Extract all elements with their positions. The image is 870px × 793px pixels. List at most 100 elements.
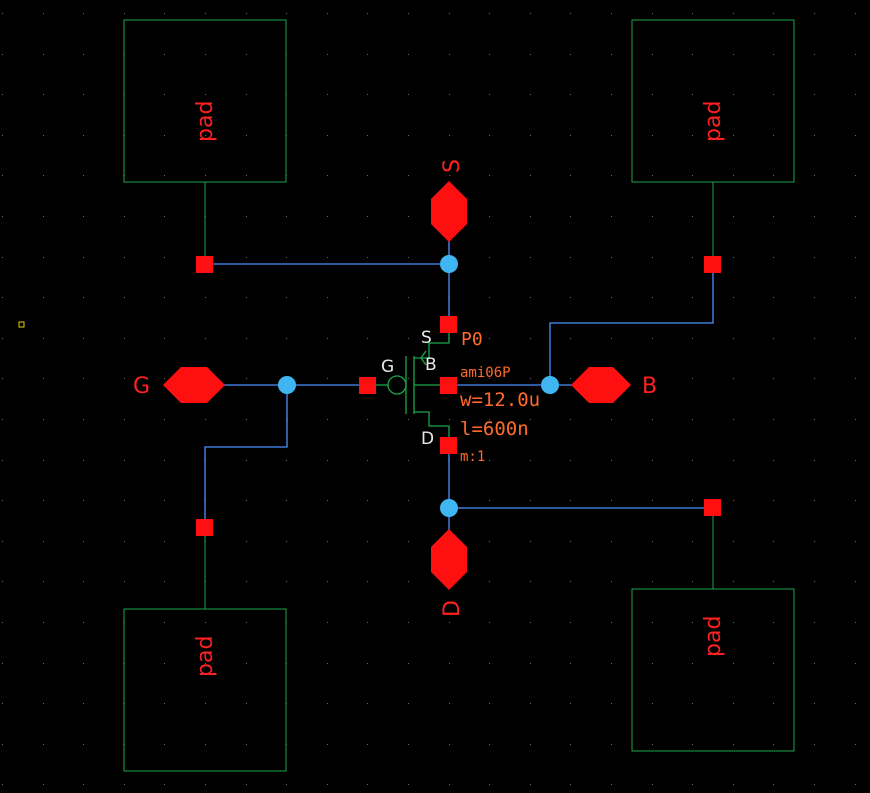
grid-dot bbox=[367, 581, 368, 582]
grid-dot bbox=[2, 460, 3, 461]
grid-dot bbox=[449, 13, 450, 14]
grid-dot bbox=[246, 135, 247, 136]
grid-dot bbox=[773, 257, 774, 258]
grid-dot bbox=[489, 94, 490, 95]
pin-device-gate[interactable] bbox=[359, 377, 376, 394]
grid-dot bbox=[692, 460, 693, 461]
grid-dot bbox=[570, 500, 571, 501]
grid-dot bbox=[652, 581, 653, 582]
grid-dot bbox=[164, 175, 165, 176]
port-gate-icon[interactable] bbox=[163, 367, 225, 403]
gate-bubble bbox=[387, 375, 407, 395]
grid-dot bbox=[327, 297, 328, 298]
pad-bottom-right[interactable]: pad bbox=[631, 515, 795, 752]
grid-dot bbox=[570, 419, 571, 420]
port-source-icon[interactable] bbox=[431, 181, 467, 242]
grid-dot bbox=[611, 541, 612, 542]
grid-dot bbox=[692, 257, 693, 258]
pin-device-source[interactable] bbox=[440, 316, 457, 333]
grid-dot bbox=[164, 378, 165, 379]
grid-dot bbox=[2, 13, 3, 14]
pins[interactable] bbox=[196, 256, 721, 536]
port-bulk-label: B bbox=[642, 374, 657, 399]
grid-dot bbox=[652, 378, 653, 379]
grid-dot bbox=[327, 500, 328, 501]
grid-dot bbox=[652, 622, 653, 623]
wire-bulk-net[interactable] bbox=[549, 272, 714, 385]
grid-dot bbox=[489, 175, 490, 176]
grid-dot bbox=[570, 257, 571, 258]
grid-dot bbox=[733, 622, 734, 623]
grid-dot bbox=[652, 13, 653, 14]
pad-top-left[interactable]: pad bbox=[123, 19, 287, 256]
pin-pad-top-left[interactable] bbox=[196, 256, 213, 273]
grid-dot bbox=[652, 135, 653, 136]
grid-dot bbox=[246, 541, 247, 542]
grid-dot bbox=[205, 135, 206, 136]
grid-dot bbox=[2, 581, 3, 582]
pin-pad-bottom-left[interactable] bbox=[196, 519, 213, 536]
grid-dot bbox=[124, 297, 125, 298]
grid-dot bbox=[205, 13, 206, 14]
grid-dot bbox=[733, 54, 734, 55]
grid-dot bbox=[773, 784, 774, 785]
grid-dot bbox=[367, 94, 368, 95]
grid-dot bbox=[652, 216, 653, 217]
wire-gate-down[interactable] bbox=[204, 385, 288, 520]
grid-dot bbox=[83, 622, 84, 623]
grid-dot bbox=[652, 338, 653, 339]
grid-dot bbox=[246, 338, 247, 339]
grid-dot bbox=[43, 419, 44, 420]
grid-dot bbox=[652, 500, 653, 501]
grid-dot bbox=[773, 622, 774, 623]
io-ports[interactable] bbox=[163, 181, 631, 590]
grid-dot bbox=[367, 257, 368, 258]
pin-pad-bottom-right[interactable] bbox=[704, 499, 721, 516]
grid-dot bbox=[2, 54, 3, 55]
pin-pad-top-right[interactable] bbox=[704, 256, 721, 273]
pad-bottom-left[interactable]: pad bbox=[123, 535, 287, 772]
grid-dot bbox=[408, 378, 409, 379]
device-model: ami06P bbox=[460, 365, 511, 381]
grid-dot bbox=[43, 216, 44, 217]
port-bulk-icon[interactable] bbox=[571, 367, 631, 403]
grid-dot bbox=[327, 54, 328, 55]
grid-dot bbox=[814, 338, 815, 339]
grid-dot bbox=[733, 297, 734, 298]
grid-dot bbox=[692, 419, 693, 420]
grid-dot bbox=[246, 500, 247, 501]
grid-dot bbox=[489, 54, 490, 55]
grid-dot bbox=[611, 744, 612, 745]
grid-dot bbox=[164, 460, 165, 461]
grid-dot bbox=[2, 216, 3, 217]
grid-dot bbox=[246, 378, 247, 379]
port-drain-icon[interactable] bbox=[431, 529, 467, 590]
grid-dot bbox=[286, 216, 287, 217]
grid-dot bbox=[570, 703, 571, 704]
source-arrow-icon bbox=[420, 350, 427, 366]
pin-device-drain[interactable] bbox=[440, 437, 457, 454]
grid-dot bbox=[855, 378, 856, 379]
grid-dot bbox=[43, 135, 44, 136]
grid-dot bbox=[855, 13, 856, 14]
grid bbox=[2, 13, 856, 785]
grid-dot bbox=[530, 175, 531, 176]
grid-dot bbox=[367, 13, 368, 14]
grid-dot bbox=[2, 338, 3, 339]
pin-device-bulk[interactable] bbox=[440, 377, 457, 394]
grid-dot bbox=[367, 297, 368, 298]
grid-dot bbox=[733, 94, 734, 95]
grid-dot bbox=[43, 581, 44, 582]
grid-dot bbox=[773, 338, 774, 339]
pmos-transistor[interactable] bbox=[375, 332, 450, 438]
pad-top-right[interactable]: pad bbox=[631, 19, 795, 256]
grid-dot bbox=[692, 744, 693, 745]
grid-dot bbox=[611, 54, 612, 55]
grid-dot bbox=[611, 784, 612, 785]
grid-dot bbox=[855, 622, 856, 623]
grid-dot bbox=[652, 703, 653, 704]
grid-dot bbox=[2, 500, 3, 501]
terminal-bulk-label: B bbox=[425, 355, 437, 375]
grid-dot bbox=[83, 216, 84, 217]
